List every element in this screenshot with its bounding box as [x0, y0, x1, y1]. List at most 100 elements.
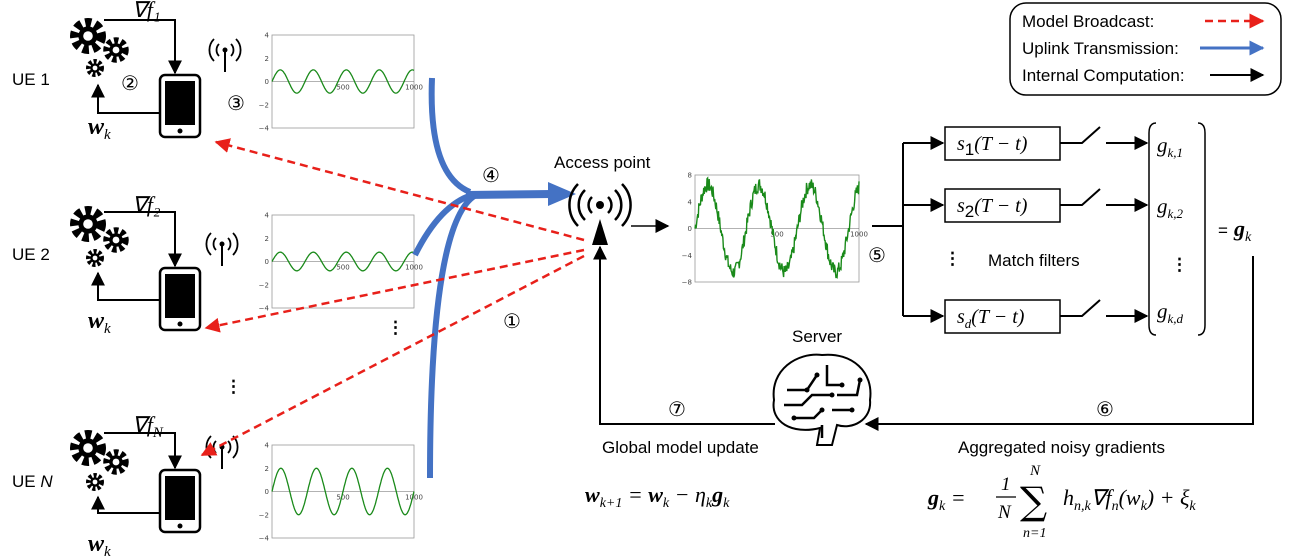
- step-5-marker: ⑤: [868, 243, 886, 267]
- broadcast-to-ue1: [214, 138, 585, 242]
- plot-x-tick: 500: [336, 494, 349, 502]
- plot-y-tick: −4: [259, 535, 270, 543]
- antenna-icon: [208, 38, 242, 73]
- broadcast-to-uen: [200, 254, 585, 457]
- antenna-icon: [205, 232, 239, 267]
- ue-1-model: wk: [88, 114, 111, 143]
- aggregate-return-arrow: [864, 256, 1254, 431]
- match-filters-label: Match filters: [988, 251, 1080, 270]
- model-broadcast: ①: [200, 138, 585, 457]
- ue-1-grad: ∇f₁: [132, 0, 160, 22]
- gear-icon: [75, 211, 126, 265]
- grad-arrow: [104, 19, 182, 75]
- ue-ellipsis: ⋮: [225, 377, 242, 396]
- uplink-curve-ue1: [428, 77, 472, 195]
- step-2-marker: ②: [121, 71, 139, 95]
- plot-y-tick: 0: [688, 225, 692, 233]
- gear-icon: [75, 23, 126, 75]
- uplink-curve-uen: [427, 191, 480, 479]
- step-1-marker: ①: [503, 309, 521, 333]
- ue-2: UE 2 ∇f₂ wk: [12, 192, 239, 337]
- vector-right-bracket: [1197, 122, 1206, 336]
- switch-1-icon: [1060, 126, 1101, 144]
- legend-internal-label: Internal Computation:: [1022, 66, 1185, 85]
- plot-y-tick: 2: [265, 55, 269, 63]
- plot-y-tick: 4: [265, 442, 270, 450]
- filter-d-label: sd(T − t): [957, 306, 1025, 331]
- legend-uplink-label: Uplink Transmission:: [1022, 39, 1179, 58]
- plot-y-tick: 2: [265, 465, 269, 473]
- ue-n: UE N ∇fN wk: [12, 412, 239, 557]
- access-point: Access point: [554, 153, 670, 245]
- switch-d-icon: [1060, 299, 1101, 317]
- sum-symbol: ∑: [1020, 479, 1047, 523]
- legend-broadcast-label: Model Broadcast:: [1022, 12, 1154, 31]
- plot-y-tick: 4: [688, 198, 693, 206]
- grad-arrow: [104, 432, 182, 470]
- antenna-icon: [205, 435, 239, 470]
- legend-box: [1009, 2, 1282, 96]
- gear-icon: [75, 435, 126, 489]
- plot-x-tick: 500: [336, 84, 349, 92]
- svg-text:hn,k∇fn(wk) + ξk: hn,k∇fn(wk) + ξk: [1063, 485, 1196, 514]
- uplink-transmission: ④: [412, 77, 576, 479]
- frac-denominator: N: [997, 502, 1012, 523]
- plot-y-tick: −2: [259, 511, 269, 519]
- model-arrow: [91, 83, 160, 114]
- sum-upper: N: [1029, 463, 1041, 479]
- uplink-arrowhead: [548, 182, 576, 206]
- ue-2-model: wk: [88, 308, 111, 337]
- sum-lower: n=1: [1023, 526, 1046, 541]
- vector-ellipsis: ⋮: [1171, 255, 1188, 274]
- match-filter-bank: s1(T − t) s2(T − t) sd(T − t) ⋮ Match fi…: [868, 126, 1149, 334]
- step-3-marker: ③: [227, 91, 245, 115]
- plot-x-tick: 1000: [850, 231, 868, 239]
- ue-n-model: wk: [88, 531, 111, 557]
- step-7-marker: ⑦: [668, 397, 686, 421]
- plot-x-tick: 500: [336, 264, 349, 272]
- plot-signal-line: [271, 251, 415, 272]
- ue-1: UE 1 ∇f₁ wk ② ③: [12, 0, 245, 143]
- filter-2-label: s2(T − t): [957, 195, 1028, 221]
- access-point-antenna-icon: [568, 183, 632, 245]
- aggregated-label: Aggregated noisy gradients: [958, 438, 1165, 457]
- plot-x-tick: 1000: [405, 264, 423, 272]
- phone-icon: [158, 468, 202, 534]
- plot-ellipsis: ⋮: [387, 318, 404, 337]
- plot-x-tick: 1000: [405, 84, 423, 92]
- plot-y-tick: −8: [682, 279, 692, 287]
- step-6-marker: ⑥: [1096, 397, 1114, 421]
- aggregate-equation: gk = 1 N N ∑ n=1 hn,k∇fn(wk) + ξk: [927, 463, 1196, 541]
- ue-2-grad: ∇f₂: [132, 192, 161, 217]
- plot-x-tick: 500: [770, 231, 783, 239]
- vector-equals-gk: =gk: [1218, 216, 1252, 245]
- signal-plot-access-point: 8 4 0 −4 −8 500 1000: [682, 172, 868, 287]
- access-point-label: Access point: [554, 153, 651, 172]
- plot-y-tick: 8: [688, 172, 692, 180]
- ue-2-label: UE 2: [12, 245, 50, 264]
- uplink-trunk: [465, 190, 553, 199]
- filter-2-box: [944, 188, 1061, 223]
- global-update-label: Global model update: [602, 438, 759, 457]
- step-4-marker: ④: [482, 163, 500, 187]
- update-return-arrow: [593, 245, 775, 425]
- server: Server ⑥ ⑦ Global model update Aggregate…: [593, 245, 1254, 457]
- plot-y-tick: −2: [259, 101, 269, 109]
- brain-icon: [772, 353, 872, 446]
- plot-y-tick: 0: [265, 78, 269, 86]
- plot-y-tick: −4: [682, 252, 693, 260]
- legend: Model Broadcast: Uplink Transmission: In…: [1009, 2, 1282, 96]
- grad-arrow: [104, 211, 182, 268]
- switch-2-icon: [1060, 188, 1101, 206]
- update-equation: wk+1 = wk − ηkgk: [585, 482, 730, 511]
- vector-entry-d: gk,d: [1157, 299, 1184, 326]
- filter-1-label: s1(T − t): [957, 133, 1028, 159]
- model-arrow: [91, 495, 160, 514]
- vector-entry-1: gk,1: [1157, 133, 1183, 160]
- plot-y-tick: 2: [265, 235, 269, 243]
- model-arrow: [91, 271, 160, 301]
